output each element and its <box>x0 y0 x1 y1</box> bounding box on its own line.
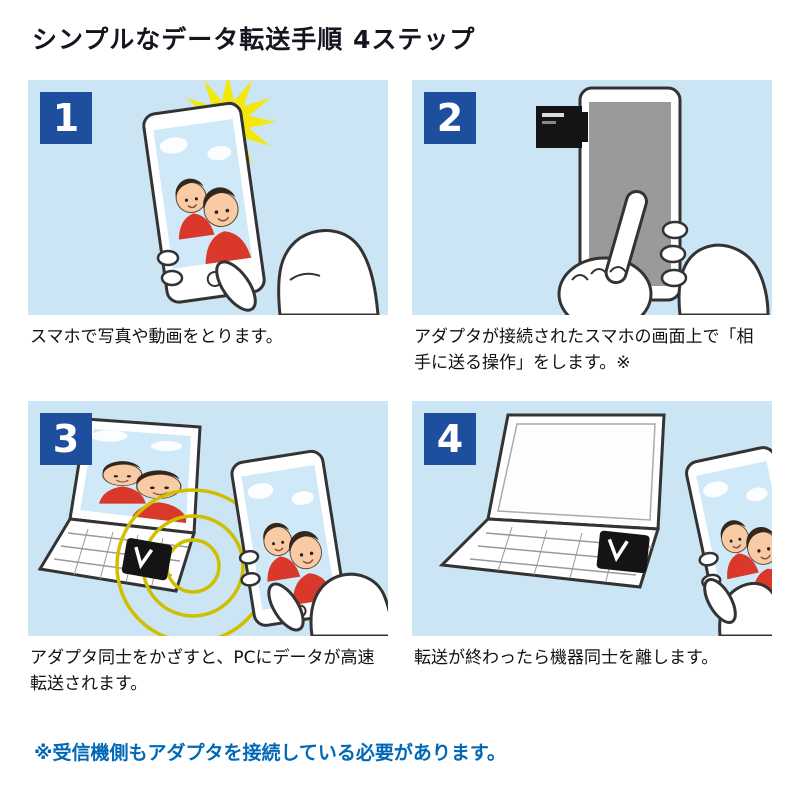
step-3: 3 <box>28 401 388 722</box>
footnote: ※受信機側もアダプタを接続している必要があります。 <box>34 742 507 764</box>
step-number-badge: 1 <box>40 92 92 144</box>
step-caption: スマホで写真や動画をとります。 <box>30 327 283 347</box>
steps-grid: 1 <box>28 80 772 722</box>
step-2: 2 <box>412 80 772 401</box>
step-caption: アダプタ同士をかざすと、PCにデータが高速転送されます。 <box>30 648 375 694</box>
adapter-graphic <box>536 106 588 148</box>
tap-finger-graphic <box>557 189 653 315</box>
step-number-badge: 4 <box>424 413 476 465</box>
holding-hand-graphic <box>659 220 770 315</box>
hand-graphic <box>156 229 380 315</box>
step-caption: アダプタが接続されたスマホの画面上で「相手に送る操作」をします。※ <box>414 327 754 373</box>
adapter-graphic <box>121 538 173 581</box>
step-1-illustration <box>142 80 380 315</box>
adapter-graphic <box>596 530 650 574</box>
laptop-graphic <box>438 413 666 589</box>
step-number-badge: 2 <box>424 92 476 144</box>
thumb-graphic <box>215 260 257 312</box>
hand-graphic <box>267 572 388 636</box>
step-4-panel: 4 <box>412 401 772 636</box>
step-1-panel: 1 <box>28 80 388 315</box>
hand-graphic <box>703 578 772 636</box>
step-caption: 転送が終わったら機器同士を離します。 <box>414 648 719 668</box>
step-4: 4 <box>412 401 772 722</box>
step-3-illustration <box>37 417 388 636</box>
page-title: シンプルなデータ転送手順 4ステップ <box>32 25 476 54</box>
thumb-graphic <box>267 582 305 632</box>
step-2-panel: 2 <box>412 80 772 315</box>
step-4-illustration <box>438 413 772 636</box>
step-1: 1 <box>28 80 388 401</box>
thumb-graphic <box>703 578 737 624</box>
step-number-badge: 3 <box>40 413 92 465</box>
step-3-panel: 3 <box>28 401 388 636</box>
step-2-illustration <box>536 86 770 315</box>
